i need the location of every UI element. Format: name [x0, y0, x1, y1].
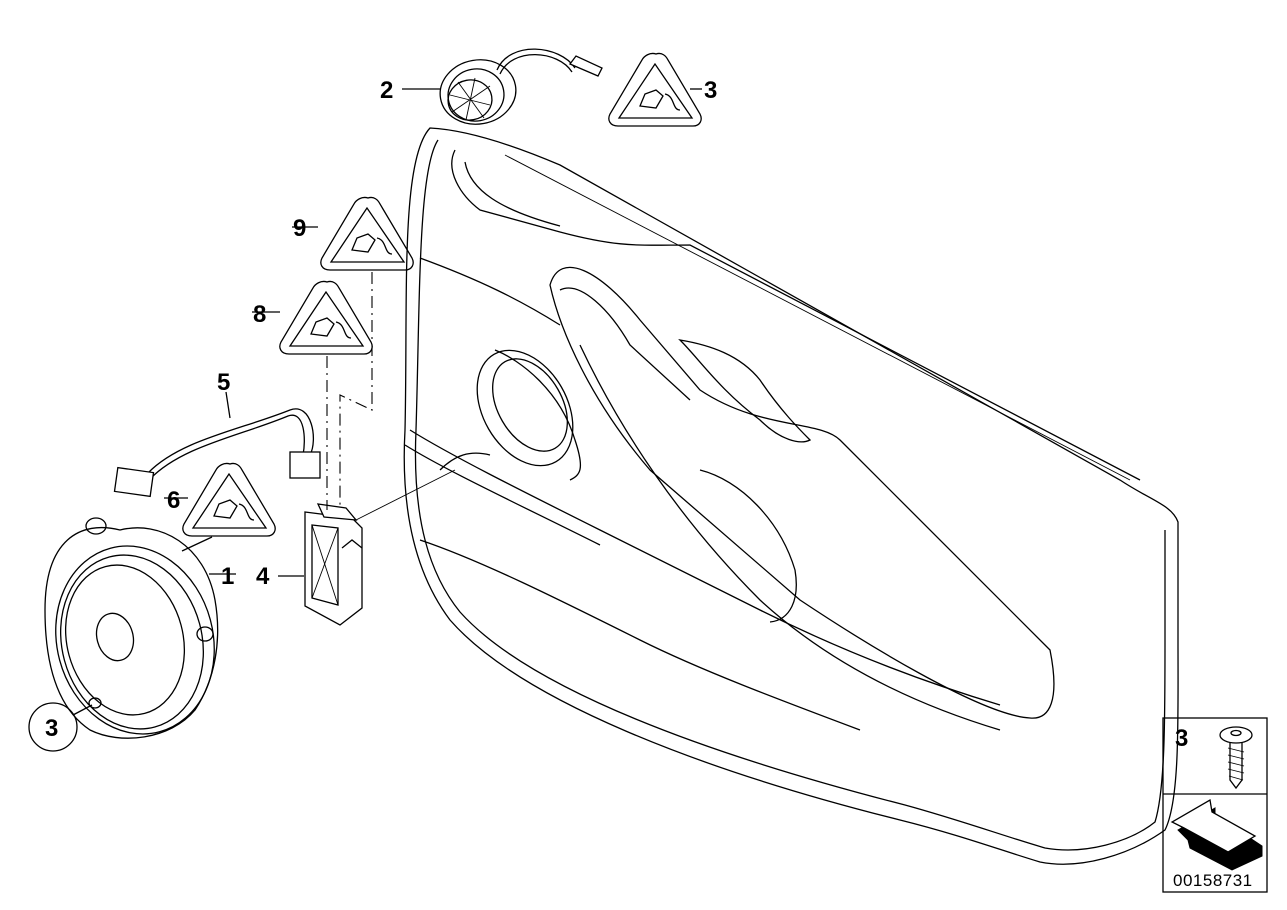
callout-6: 6: [167, 487, 180, 514]
assembly-guide-lines: [326, 272, 373, 510]
callout-3: 3: [704, 77, 717, 104]
esd-warning-triangle-9: [292, 196, 414, 271]
esd-warning-triangle-6: [164, 462, 276, 537]
callout-4: 4: [256, 563, 270, 590]
amplifier-module: [278, 469, 456, 626]
legend-item-number: 3: [1175, 725, 1188, 752]
callout-8: 8: [253, 301, 266, 328]
legend-box: 3: [1162, 717, 1268, 893]
esd-warning-triangle-3: [608, 52, 702, 127]
circled-callout-3: [28, 702, 93, 752]
callout-3-circled: 3: [45, 715, 58, 742]
view-direction-arrow-icon: [1170, 798, 1263, 871]
drawing-number: 00158731: [1173, 871, 1253, 890]
esd-warning-triangle-8: [252, 280, 373, 355]
door-trim-panel: [403, 127, 1179, 865]
screw-icon: [1219, 726, 1253, 790]
callout-2: 2: [380, 77, 393, 104]
wiring-harness: [113, 391, 321, 498]
midrange-speaker: [44, 517, 236, 739]
callout-1: 1: [221, 563, 234, 590]
tweeter-speaker: [402, 48, 603, 125]
callout-5: 5: [217, 369, 230, 396]
callout-9: 9: [293, 215, 306, 242]
